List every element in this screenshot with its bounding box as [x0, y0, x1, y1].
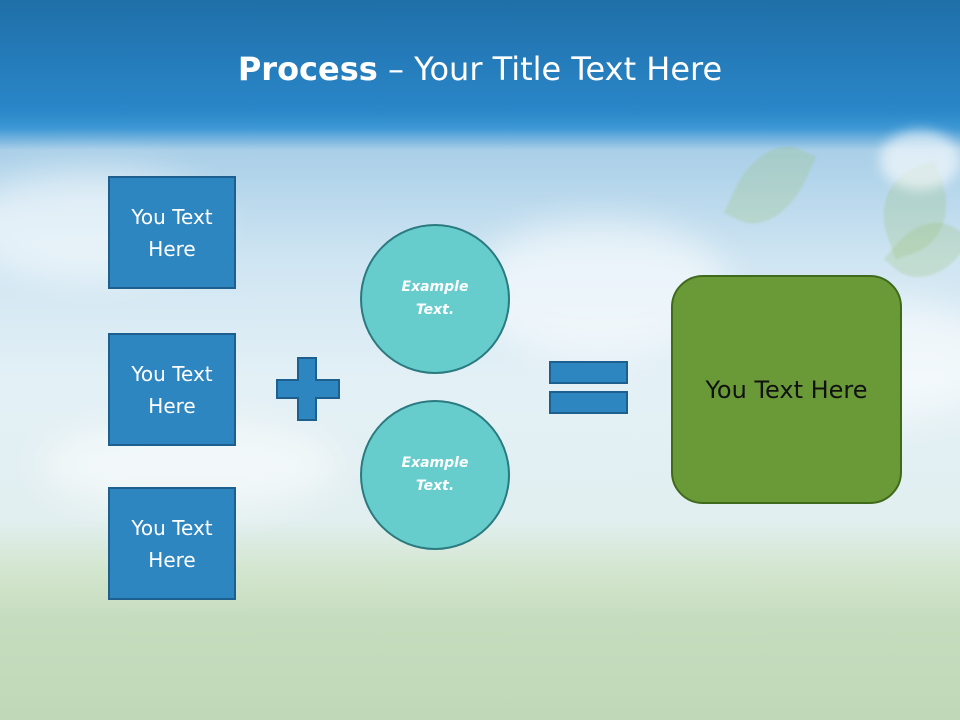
page-title: Process – Your Title Text Here: [0, 50, 960, 88]
input-box-label: You Text Here: [131, 361, 213, 418]
input-box-3: You Text Here: [108, 487, 236, 600]
example-circle-2: Example Text.: [360, 400, 510, 550]
result-label: You Text Here: [705, 375, 868, 404]
title-bold: Process: [237, 50, 378, 88]
flower-decoration: [880, 130, 960, 190]
leaf-decoration: [723, 131, 817, 239]
result-box: You Text Here: [671, 275, 902, 504]
input-box-label: You Text Here: [131, 204, 213, 261]
title-rest: – Your Title Text Here: [377, 50, 723, 88]
input-box-label: You Text Here: [131, 515, 213, 572]
input-box-2: You Text Here: [108, 333, 236, 446]
input-box-1: You Text Here: [108, 176, 236, 289]
plus-icon: [276, 357, 340, 421]
circle-label: Example Text.: [401, 455, 469, 494]
circle-label: Example Text.: [401, 279, 469, 318]
example-circle-1: Example Text.: [360, 224, 510, 374]
equals-icon: [549, 361, 628, 414]
